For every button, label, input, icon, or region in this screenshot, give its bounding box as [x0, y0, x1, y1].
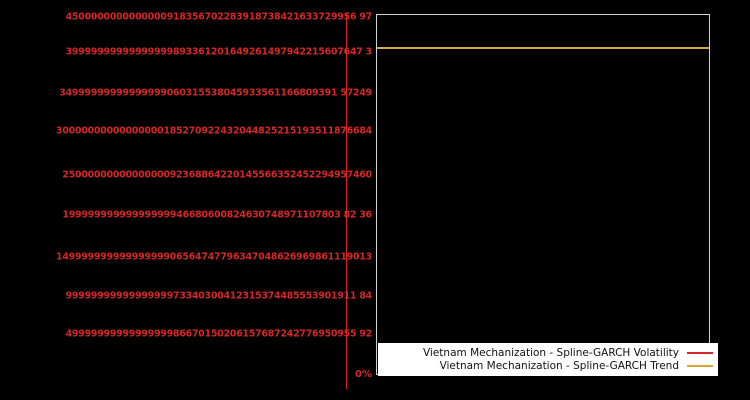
- legend-label-volatility: Vietnam Mechanization - Spline-GARCH Vol…: [422, 346, 679, 359]
- y-axis-tick-label: 4999999999999999986670150206157687242776…: [65, 328, 373, 340]
- legend-item-volatility: Vietnam Mechanization - Spline-GARCH Vol…: [379, 346, 717, 359]
- y-axis-tick-label: 3999999999999999989336120164926149794221…: [65, 46, 373, 58]
- y-axis-tick-label: 1999999999999999994668060082463074897110…: [62, 209, 373, 221]
- legend-swatch-volatility-icon: [687, 351, 713, 354]
- y-axis-tick-label: 2500000000000000092368864220145566352452…: [62, 169, 372, 181]
- series-line-trend: [377, 47, 709, 50]
- legend-label-trend: Vietnam Mechanization - Spline-GARCH Tre…: [439, 359, 679, 372]
- y-axis-tick-label-zero: 0%: [355, 369, 372, 380]
- legend-swatch-trend-icon: [687, 364, 713, 367]
- legend-item-trend: Vietnam Mechanization - Spline-GARCH Tre…: [379, 359, 717, 372]
- y-axis-tick-label: 3499999999999999906031553804593356116680…: [59, 87, 372, 99]
- chart-legend: Vietnam Mechanization - Spline-GARCH Vol…: [378, 343, 718, 376]
- y-axis-tick-label: 3000000000000000018527092243204482521519…: [56, 125, 372, 137]
- y-axis-tick-label: 4500000000000000918356702283918738421633…: [65, 11, 373, 23]
- y-axis-tick-label: 1499999999999999990656474779634704862696…: [56, 251, 372, 263]
- y-axis-tick-labels: 4500000000000000918356702283918738421633…: [0, 0, 374, 400]
- y-axis-tick-label: 9999999999999999973340300412315374485553…: [65, 290, 373, 302]
- volatility-spike-marker: [346, 14, 348, 389]
- plot-area: [376, 14, 710, 375]
